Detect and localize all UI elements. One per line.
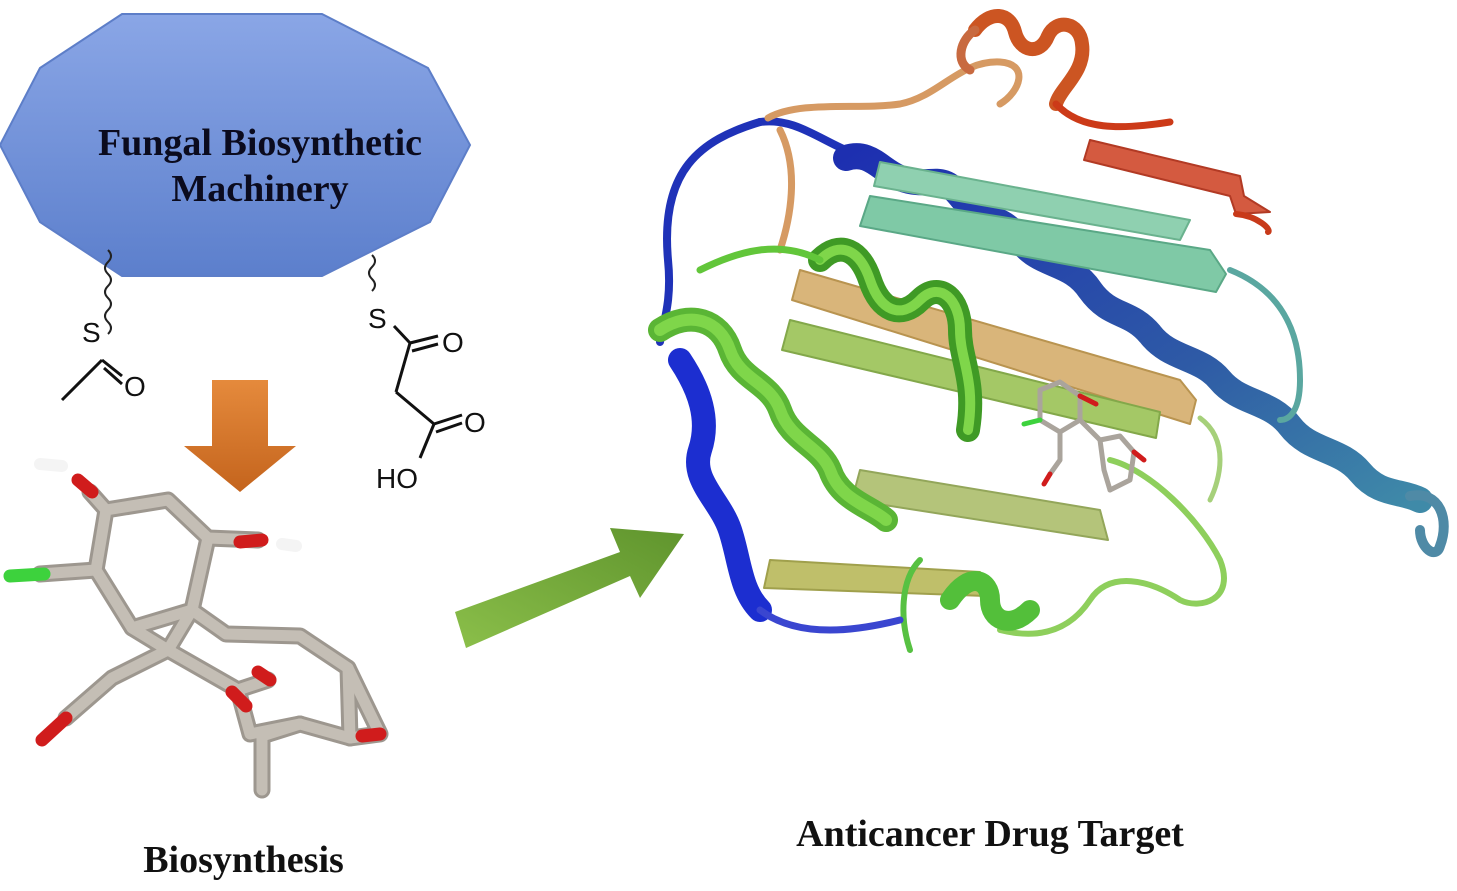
enzyme-shape [0, 13, 472, 277]
anticancer-target-caption: Anticancer Drug Target [796, 813, 1184, 855]
tether-right [368, 254, 376, 292]
malonyl-sulfur-label: S [368, 303, 387, 334]
enzyme-label-line1: Fungal Biosynthetic [97, 122, 423, 164]
protein-ribbon-model [648, 9, 1449, 653]
biosynthesis-arrow [184, 380, 296, 492]
acetyl-sulfur-label: S [82, 317, 101, 348]
enzyme-label-line2: Machinery [171, 168, 349, 210]
tether-left [104, 249, 112, 335]
malonyl-carbonyl-oxygen-label: O [442, 327, 464, 358]
target-arrow [455, 528, 684, 648]
malonyl-hydroxyl-label: HO [376, 463, 418, 494]
malonyl-thioester [392, 324, 463, 459]
malonyl-acid-oxygen-label: O [464, 407, 486, 438]
enzyme-label: Fungal Biosynthetic Machinery [40, 120, 480, 212]
acetyl-thioester [60, 358, 123, 402]
acetyl-oxygen-label: O [124, 371, 146, 402]
molecule-3d-model [3, 458, 389, 799]
biosynthesis-caption: Biosynthesis [143, 839, 344, 881]
